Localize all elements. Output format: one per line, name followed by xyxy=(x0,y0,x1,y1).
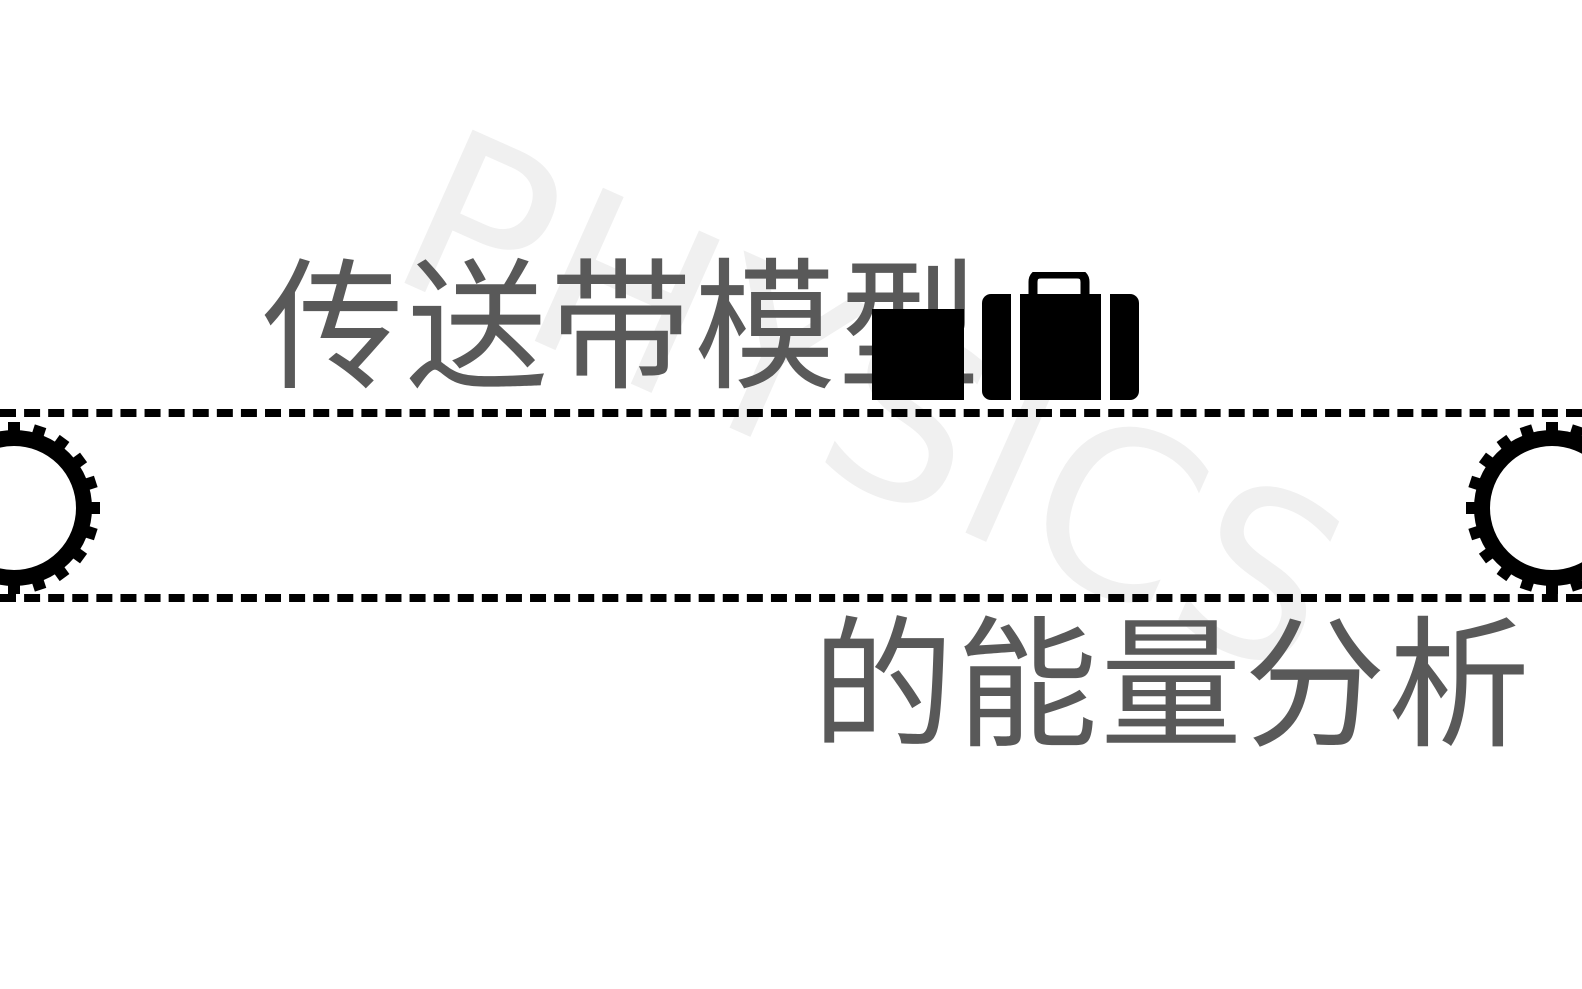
title-line-1: 传送带模型 xyxy=(262,246,982,411)
conveyor-belt-top xyxy=(0,409,1582,417)
title-line-2: 的能量分析 xyxy=(812,604,1532,769)
conveyor-belt-bottom xyxy=(0,594,1582,602)
box-icon xyxy=(872,309,964,400)
gear-icon xyxy=(0,422,100,594)
suitcase-icon xyxy=(982,272,1139,400)
gear-icon xyxy=(1466,422,1582,594)
